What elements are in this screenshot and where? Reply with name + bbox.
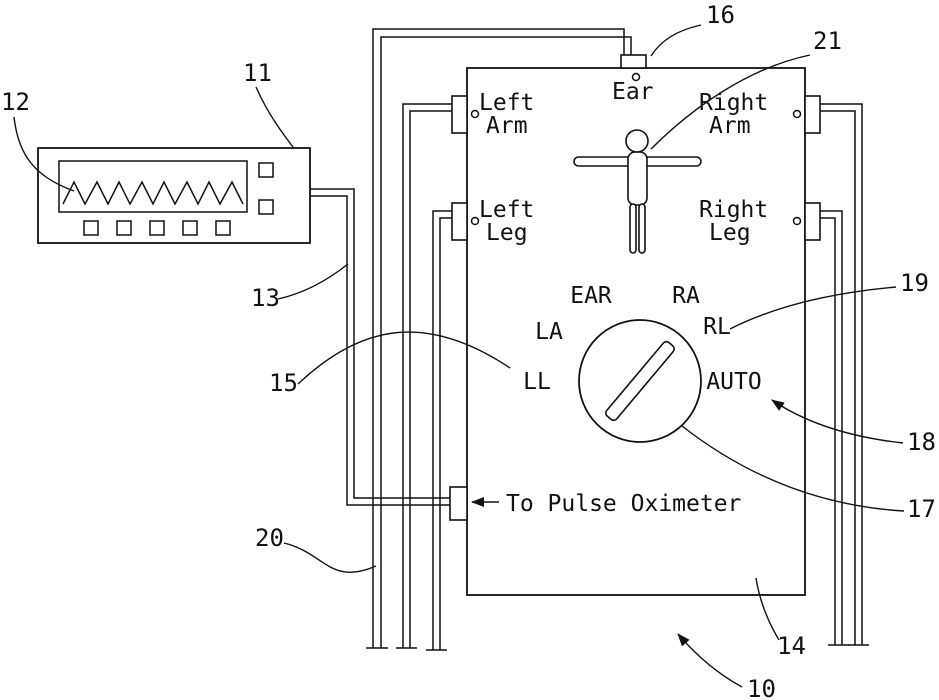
- monitor-housing: [37, 147, 311, 244]
- left-arm-cable-line-inner: [409, 110, 452, 648]
- patient-head: [625, 129, 649, 153]
- monitor-button-2: [116, 220, 132, 236]
- ear-cable-line-outer: [372, 28, 625, 648]
- pulse-oximeter-label: To Pulse Oximeter: [506, 491, 741, 517]
- left-arm-connector: [451, 95, 468, 134]
- right-arm-port: [792, 109, 802, 119]
- selector-pos-rl: RL: [703, 314, 731, 340]
- right-arm-cable: [820, 103, 869, 646]
- right-leg-cable-line-inner: [820, 217, 836, 645]
- left-arm-label-2: Arm: [486, 113, 528, 139]
- monitor-button-4: [182, 220, 198, 236]
- patient-figure: [573, 129, 702, 254]
- monitor-button-top-right: [258, 162, 274, 178]
- leader-19: [729, 286, 897, 330]
- right-leg-label-2: Leg: [709, 220, 751, 246]
- leader-12: [13, 116, 75, 192]
- patient-left-leg: [629, 203, 637, 254]
- box-labels: Ear Left Arm Right Arm Left Leg Right Le…: [479, 79, 768, 246]
- leader-14: [755, 577, 780, 641]
- right-arm-connector: [804, 95, 821, 134]
- ref-16: 16: [706, 1, 735, 29]
- left-leg-label-1: Left: [479, 197, 534, 223]
- selector-pos-ll: LL: [523, 369, 551, 395]
- ref-18: 18: [907, 428, 936, 456]
- monitor-button-bottom-right: [258, 199, 274, 215]
- left-leg-connector: [451, 202, 468, 241]
- leader-21: [650, 54, 811, 150]
- monitor-button-3: [149, 220, 165, 236]
- ear-port: [631, 72, 641, 82]
- right-leg-cable: [820, 210, 849, 646]
- right-arm-cable-line-inner: [820, 110, 856, 645]
- monitor-cable-line-outer: [310, 188, 450, 499]
- ref-14: 14: [777, 632, 806, 660]
- right-leg-connector: [804, 202, 821, 241]
- right-leg-cable-line-outer: [820, 210, 843, 645]
- leader-10: [677, 633, 743, 688]
- leader-15: [297, 331, 511, 385]
- left-leg-cable-line-outer: [432, 210, 452, 650]
- ref-12: 12: [1, 88, 30, 116]
- left-arm-cable: [396, 103, 452, 649]
- leader-11: [255, 86, 294, 148]
- leader-16: [650, 24, 702, 57]
- monitor: [37, 147, 311, 244]
- pulse-oximeter-callout: To Pulse Oximeter: [471, 491, 741, 517]
- right-arm-label-2: Arm: [709, 113, 751, 139]
- right-leg-label-1: Right: [699, 197, 768, 223]
- waveform-trace: [62, 180, 244, 206]
- selector-pos-ra: RA: [672, 283, 700, 309]
- selector-knob: [605, 340, 675, 422]
- left-arm-port: [470, 109, 480, 119]
- selector-pos-auto: AUTO: [706, 369, 761, 395]
- left-leg-label-2: Leg: [486, 220, 528, 246]
- ref-15: 15: [269, 369, 298, 397]
- leader-17: [681, 425, 905, 512]
- ear-cable: [366, 28, 632, 649]
- leader-20: [283, 542, 377, 573]
- monitor-display: [58, 160, 248, 213]
- right-arm-cable-line-outer: [820, 103, 863, 645]
- leader-13: [277, 263, 349, 300]
- left-leg-cable: [426, 210, 452, 651]
- ref-19: 19: [900, 269, 929, 297]
- selector-pos-ear: EAR: [570, 283, 612, 309]
- monitor-button-1: [83, 220, 99, 236]
- ref-17: 17: [907, 495, 936, 523]
- pulse-oximeter-connector: [449, 486, 468, 521]
- patient-torso: [627, 151, 648, 206]
- ear-cable-line-inner: [380, 36, 632, 648]
- ear-label: Ear: [612, 79, 654, 105]
- right-leg-port: [792, 216, 802, 226]
- patient-right-leg: [638, 203, 646, 254]
- right-arm-label-1: Right: [699, 90, 768, 116]
- monitor-button-5: [215, 220, 231, 236]
- ref-13: 13: [251, 284, 280, 312]
- leader-18: [771, 399, 904, 444]
- selector-pos-la: LA: [535, 319, 563, 345]
- ref-10: 10: [747, 675, 776, 700]
- left-leg-cable-line-inner: [439, 217, 452, 650]
- connectors: [449, 54, 821, 521]
- selector-dial: [578, 319, 702, 443]
- ref-21: 21: [813, 27, 842, 55]
- monitor-cable: [310, 188, 450, 506]
- left-arm-cable-line-outer: [402, 103, 452, 648]
- monitor-cable-line-inner: [310, 195, 450, 506]
- ref-20: 20: [255, 524, 284, 552]
- left-arm-label-1: Left: [479, 90, 534, 116]
- ref-11: 11: [243, 59, 272, 87]
- ear-connector: [620, 54, 647, 69]
- rotary-selector: EAR RA LA RL LL AUTO: [523, 283, 762, 443]
- left-leg-port: [470, 216, 480, 226]
